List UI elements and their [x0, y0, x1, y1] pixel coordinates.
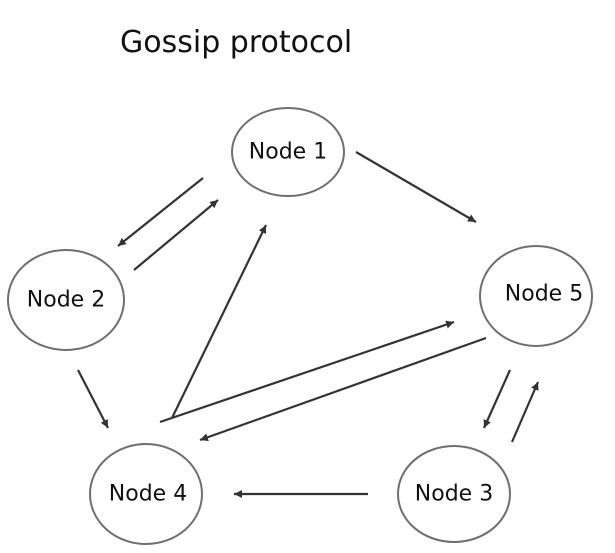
edge-node5-to-node3	[482, 369, 512, 429]
node-3-label: Node 3	[415, 482, 493, 507]
node-2-circle	[7, 249, 125, 351]
edge-node3-to-node5	[510, 381, 540, 443]
node-2: Node 2	[7, 249, 125, 351]
edge-node4-to-node5	[159, 320, 455, 424]
node-4: Node 4	[89, 443, 203, 545]
node-3: Node 3	[397, 445, 511, 543]
node-5: Node 5	[479, 245, 593, 347]
node-1-circle	[231, 107, 345, 197]
edge-group	[77, 151, 540, 498]
edge-node1-to-node2	[117, 177, 204, 247]
edge-node1-to-node5	[355, 151, 477, 223]
edge-node2-to-node4	[77, 369, 109, 429]
node-3-circle	[397, 445, 511, 543]
node-1-label: Node 1	[249, 140, 327, 165]
edge-node2-to-node1	[133, 199, 219, 271]
node-1: Node 1	[231, 107, 345, 197]
node-4-circle	[89, 443, 203, 545]
node-2-label: Node 2	[27, 288, 105, 313]
node-4-label: Node 4	[109, 482, 187, 507]
diagram-title: Gossip protocol	[120, 25, 352, 60]
node-5-label: Node 5	[505, 282, 583, 307]
edge-node4-to-node1	[171, 224, 267, 419]
node-group: Node 1 Node 2 Node 5 Node 4 Node 3	[7, 107, 593, 545]
edge-node5-to-node4	[199, 336, 487, 442]
node-5-circle	[479, 245, 593, 347]
